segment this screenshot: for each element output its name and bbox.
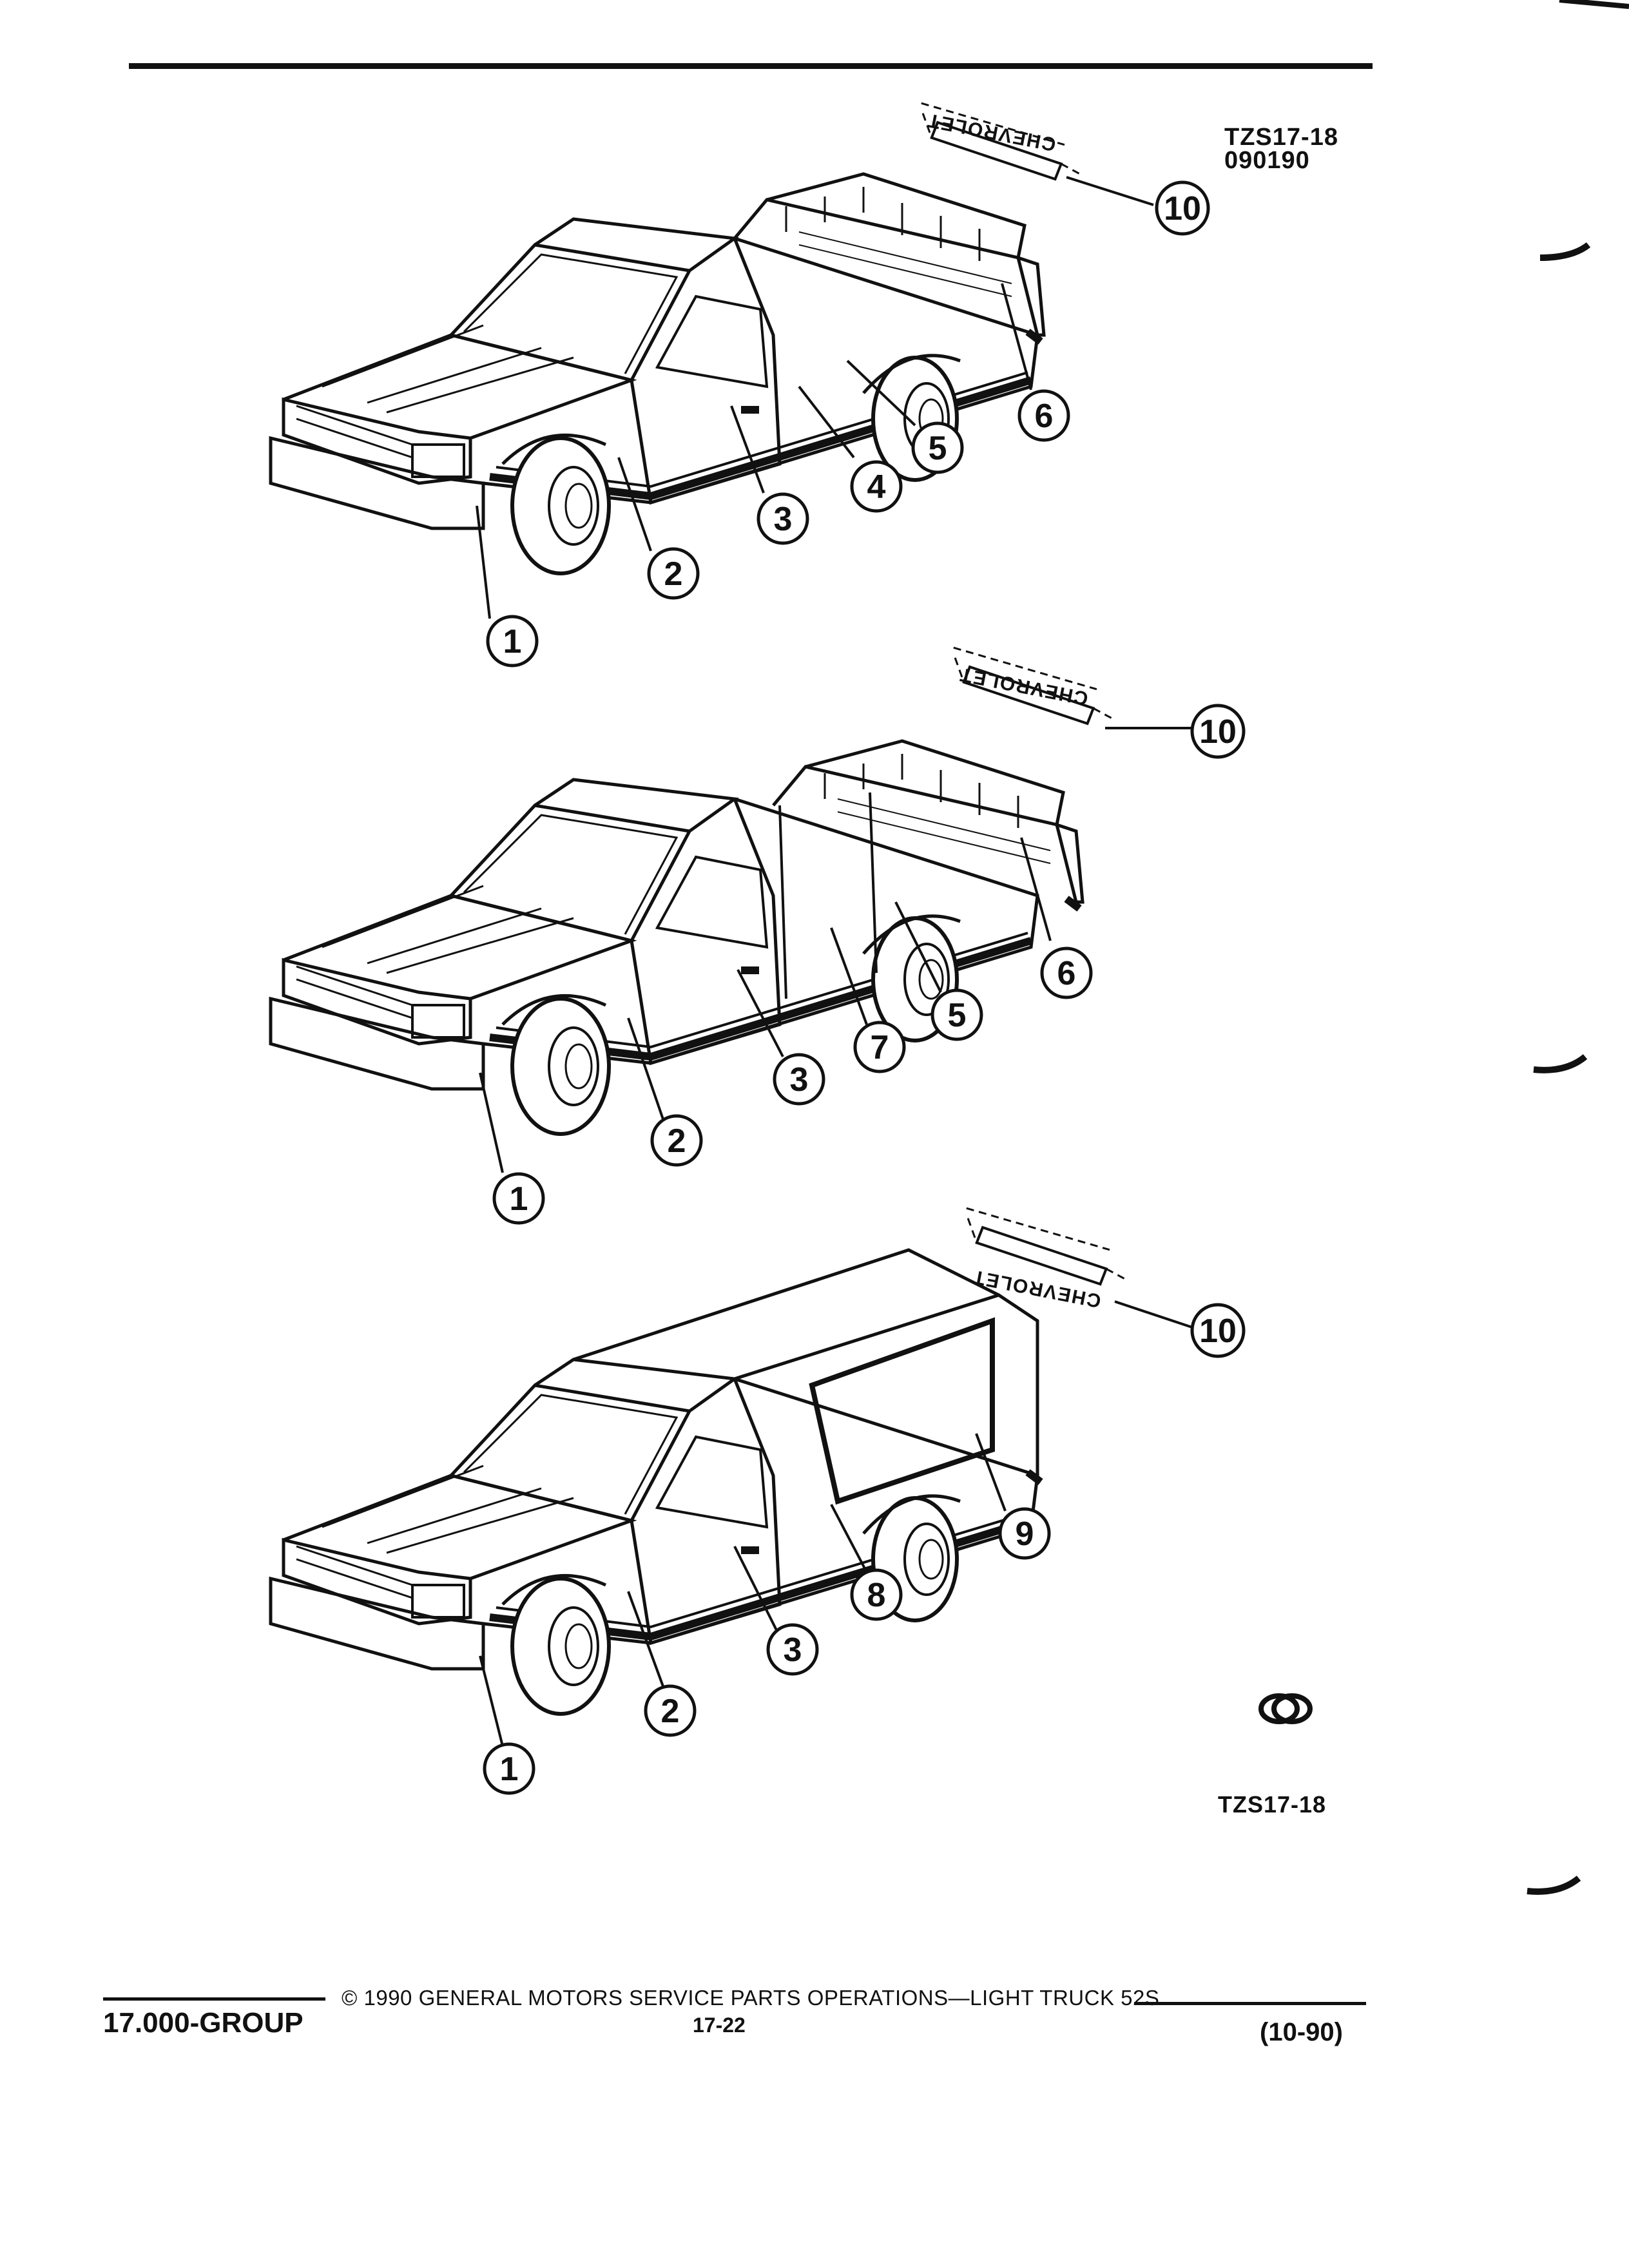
callout-10: 10	[1190, 704, 1246, 759]
footer-rule-right	[1134, 2002, 1366, 2005]
figure-regular-cab-pickup	[271, 102, 1088, 573]
callouts-figure-3: 1 2 3 8 9 10	[479, 1300, 1246, 1795]
svg-text:2: 2	[668, 1122, 686, 1160]
svg-text:1: 1	[510, 1180, 528, 1218]
svg-text:5: 5	[948, 997, 967, 1034]
footer-group-label: 17.000-GROUP	[103, 2007, 304, 2039]
svg-text:5: 5	[929, 430, 947, 467]
gm-logo-mark	[1258, 1693, 1313, 1724]
binder-mark	[1533, 1054, 1588, 1073]
svg-text:4: 4	[867, 468, 886, 506]
svg-text:8: 8	[867, 1577, 886, 1614]
callout-8: 8	[850, 1568, 903, 1621]
footer-revision: (10-90)	[1260, 2018, 1343, 2046]
footer-page-number: 17-22	[693, 2013, 746, 2037]
figure-extended-cab-pickup	[271, 646, 1120, 1134]
binder-mark	[1539, 242, 1591, 261]
svg-text:3: 3	[774, 501, 793, 538]
callout-1: 1	[492, 1172, 545, 1225]
svg-text:10: 10	[1164, 190, 1201, 227]
callout-9: 9	[998, 1507, 1051, 1560]
callout-1: 1	[483, 1742, 535, 1795]
date-code: 090190	[1224, 147, 1310, 174]
callout-10: 10	[1155, 180, 1210, 236]
binder-mark	[1559, 0, 1629, 9]
callout-6: 6	[1040, 947, 1093, 999]
callout-10: 10	[1190, 1303, 1246, 1358]
svg-text:7: 7	[871, 1029, 889, 1066]
svg-text:9: 9	[1016, 1515, 1034, 1553]
callout-3: 3	[766, 1623, 819, 1676]
emblem-text-3: CHEVROLET	[970, 1265, 1103, 1311]
svg-text:3: 3	[790, 1061, 809, 1099]
figure-code-bottom: TZS17-18	[1218, 1791, 1327, 1818]
svg-text:1: 1	[503, 623, 522, 660]
callout-7: 7	[853, 1021, 906, 1073]
svg-text:6: 6	[1035, 398, 1054, 435]
top-rule	[129, 63, 1373, 69]
svg-text:10: 10	[1199, 1312, 1237, 1350]
callout-6: 6	[1017, 389, 1070, 442]
svg-text:1: 1	[500, 1751, 519, 1788]
emblem-text-1: CHEVROLET	[925, 109, 1058, 155]
callouts-figure-2: 1 2 3 7 5 6 10	[479, 704, 1246, 1225]
callout-5: 5	[911, 421, 964, 474]
binder-mark	[1527, 1876, 1581, 1895]
svg-text:10: 10	[1199, 713, 1237, 751]
svg-text:6: 6	[1057, 955, 1076, 992]
callout-3: 3	[757, 492, 809, 545]
svg-text:3: 3	[784, 1631, 802, 1669]
callout-2: 2	[644, 1684, 697, 1737]
svg-text:2: 2	[664, 555, 683, 593]
figure-reference: TZS17-18 090190	[1224, 124, 1338, 174]
callout-5: 5	[930, 988, 983, 1041]
callout-2: 2	[647, 547, 700, 600]
footer-rule-left	[103, 1997, 325, 2001]
footer-copyright: © 1990 GENERAL MOTORS SERVICE PARTS OPER…	[342, 1986, 1160, 2010]
callout-2: 2	[650, 1114, 703, 1167]
figure-code: TZS17-18	[1224, 124, 1338, 151]
callout-1: 1	[486, 615, 539, 668]
svg-text:2: 2	[661, 1693, 680, 1730]
callout-4: 4	[850, 460, 903, 513]
callout-3: 3	[773, 1053, 825, 1106]
callouts-figure-1: 1 2 3 4 5 6 10	[476, 176, 1210, 668]
figure-utility-blazer	[271, 1207, 1133, 1714]
